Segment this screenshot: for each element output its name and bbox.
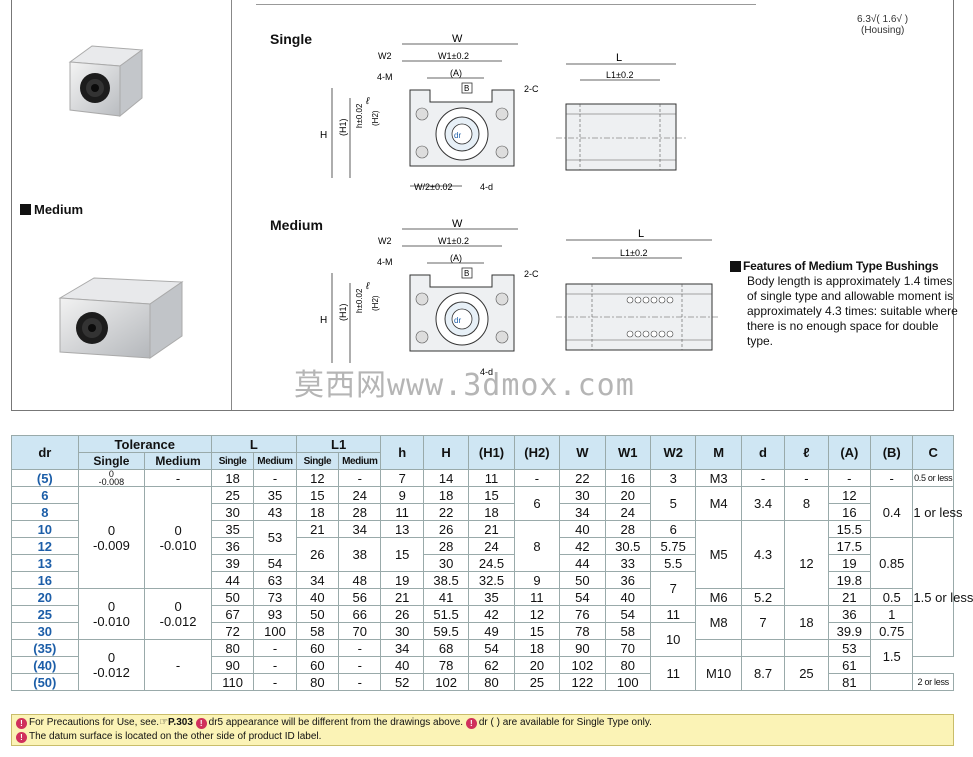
- watermark: 莫西网www.3dmox.com: [294, 368, 635, 403]
- col-L: L: [210, 435, 297, 453]
- note-line-2: !The datum surface is located on the oth…: [16, 730, 949, 744]
- svg-text:2-C: 2-C: [524, 269, 539, 279]
- features-title: Features of Medium Type Bushings: [730, 259, 962, 274]
- col-C: C: [912, 435, 954, 470]
- svg-text:L1±0.2: L1±0.2: [620, 248, 647, 258]
- col-L1-single: Single: [295, 452, 340, 470]
- drawing-panel: Medium Single Medium 6.3√( 1.6√ ) (Housi…: [11, 0, 958, 411]
- table-row: (40) 90 - 60 - 40 78 62 20 102 80 11 M10…: [11, 656, 954, 691]
- col-tolerance: Tolerance: [77, 435, 212, 453]
- col-L-single: Single: [210, 452, 255, 470]
- product-photo-column: Medium: [12, 0, 232, 410]
- table-row: (50) 110 - 80 - 52 102 80 25 122 100 81 …: [11, 673, 954, 691]
- svg-text:W/2±0.02: W/2±0.02: [414, 182, 452, 192]
- col-H: H: [422, 435, 470, 470]
- table-row: (5) 0-0.008 - 18 - 12 - 7 14 11 - 22 16 …: [11, 469, 954, 487]
- features-box: Features of Medium Type Bushings Body le…: [730, 259, 962, 349]
- svg-text:4-M: 4-M: [377, 72, 393, 82]
- svg-text:2-C: 2-C: [524, 84, 539, 94]
- col-H2: (H2): [513, 435, 561, 470]
- svg-text:(A): (A): [450, 68, 462, 78]
- caution-icon: !: [16, 732, 27, 743]
- svg-text:(H1): (H1): [338, 303, 348, 321]
- col-h: h: [380, 435, 424, 470]
- table-row: 6 0-0.009 0-0.010 25 35 15 24 9 18 15 6 …: [11, 486, 963, 589]
- header-strip: [256, 0, 756, 5]
- table-row: 16 44 63 34 48 19 38.5 32.5 9 50 36 7 19…: [11, 571, 954, 606]
- col-W2: W2: [649, 435, 697, 470]
- svg-text:W: W: [452, 218, 463, 230]
- svg-text:(H2): (H2): [371, 110, 380, 126]
- svg-text:W1±0.2: W1±0.2: [438, 51, 469, 61]
- col-tol-single: Single: [77, 452, 146, 470]
- svg-text:4-M: 4-M: [377, 257, 393, 267]
- col-l: ℓ: [784, 435, 829, 470]
- svg-text:(H1): (H1): [338, 118, 348, 136]
- single-side-view: L L1±0.2: [556, 52, 686, 171]
- features-body: Body length is approximately 1.4 times o…: [747, 274, 958, 348]
- col-L1: L1: [295, 435, 382, 453]
- svg-text:L: L: [616, 52, 622, 64]
- svg-text:W1±0.2: W1±0.2: [438, 236, 469, 246]
- svg-text:W: W: [452, 33, 463, 45]
- col-W: W: [559, 435, 606, 470]
- svg-text:4-d: 4-d: [480, 182, 493, 192]
- svg-text:H: H: [320, 315, 327, 326]
- page-ref-icon: ☞: [159, 717, 169, 728]
- svg-text:dr: dr: [454, 131, 461, 140]
- caution-icon: !: [195, 718, 207, 729]
- table-row: 20 0-0.010 0-0.012 50 73 40 56 21 41 35 …: [11, 588, 954, 640]
- table-row: (35) 0-0.012 - 80 - 60 - 34 68 54 18 90 …: [11, 639, 954, 691]
- table-row: 10 35 53 21 34 13 26 21 8 40 28 6 M5 4.3…: [11, 520, 954, 606]
- svg-text:dr: dr: [454, 316, 461, 325]
- spec-table: dr Tolerance L L1 h H (H1) (H2) W W1 W2 …: [11, 435, 973, 691]
- svg-text:(A): (A): [450, 253, 462, 263]
- svg-text:B: B: [464, 269, 469, 278]
- col-dr: dr: [11, 435, 79, 470]
- single-front-view: W W1±0.2 W2 4-M (A) B 2-C dr H (H1) h±0.…: [320, 33, 539, 192]
- col-B: (B): [870, 435, 914, 470]
- single-diagram-title: Single: [270, 31, 313, 47]
- svg-text:H: H: [320, 130, 327, 141]
- svg-text:h±0.02: h±0.02: [355, 103, 364, 128]
- col-L-medium: Medium: [253, 452, 297, 470]
- col-H1: (H1): [468, 435, 515, 470]
- header-row-1: dr Tolerance L L1 h H (H1) (H2) W W1 W2 …: [11, 435, 954, 470]
- col-d: d: [740, 435, 786, 470]
- svg-text:4-d: 4-d: [480, 367, 493, 377]
- svg-text:B: B: [464, 84, 469, 93]
- svg-text:W2: W2: [378, 236, 392, 246]
- surface-roughness: 6.3√( 1.6√ ) (Housing): [857, 14, 909, 36]
- svg-text:W2: W2: [378, 51, 392, 61]
- svg-text:ℓ: ℓ: [365, 96, 370, 107]
- medium-diagram-title: Medium: [270, 217, 323, 233]
- col-tol-medium: Medium: [144, 452, 212, 470]
- svg-text:h±0.02: h±0.02: [355, 288, 364, 313]
- col-W1: W1: [604, 435, 651, 470]
- svg-text:(H2): (H2): [371, 295, 380, 311]
- svg-text:L: L: [638, 228, 644, 240]
- header-row-2: Single Medium Single Medium Single Mediu…: [12, 452, 954, 470]
- medium-bushing-photo: [58, 277, 184, 359]
- col-M: M: [695, 435, 742, 470]
- col-A: (A): [827, 435, 872, 470]
- medium-side-view: L L1±0.2: [556, 228, 718, 351]
- notes-bar: !For Precautions for Use, see.☞P.303 !dr…: [11, 714, 954, 746]
- svg-text:L1±0.2: L1±0.2: [606, 70, 633, 80]
- svg-text:ℓ: ℓ: [365, 281, 370, 292]
- caution-icon: !: [16, 718, 27, 729]
- single-bushing-photo: [68, 45, 144, 118]
- col-L1-medium: Medium: [338, 452, 382, 470]
- caution-icon: !: [465, 718, 477, 729]
- medium-label: Medium: [20, 202, 83, 217]
- medium-front-view: W W1±0.2 W2 4-M (A) B 2-C dr H (H1) h±0.…: [320, 218, 539, 377]
- page-link[interactable]: P.303: [168, 717, 193, 728]
- table-row: 25 67 93 50 66 26 51.5 42 12 76 54 11 M8…: [11, 605, 954, 640]
- note-line-1: !For Precautions for Use, see.☞P.303 !dr…: [16, 716, 949, 730]
